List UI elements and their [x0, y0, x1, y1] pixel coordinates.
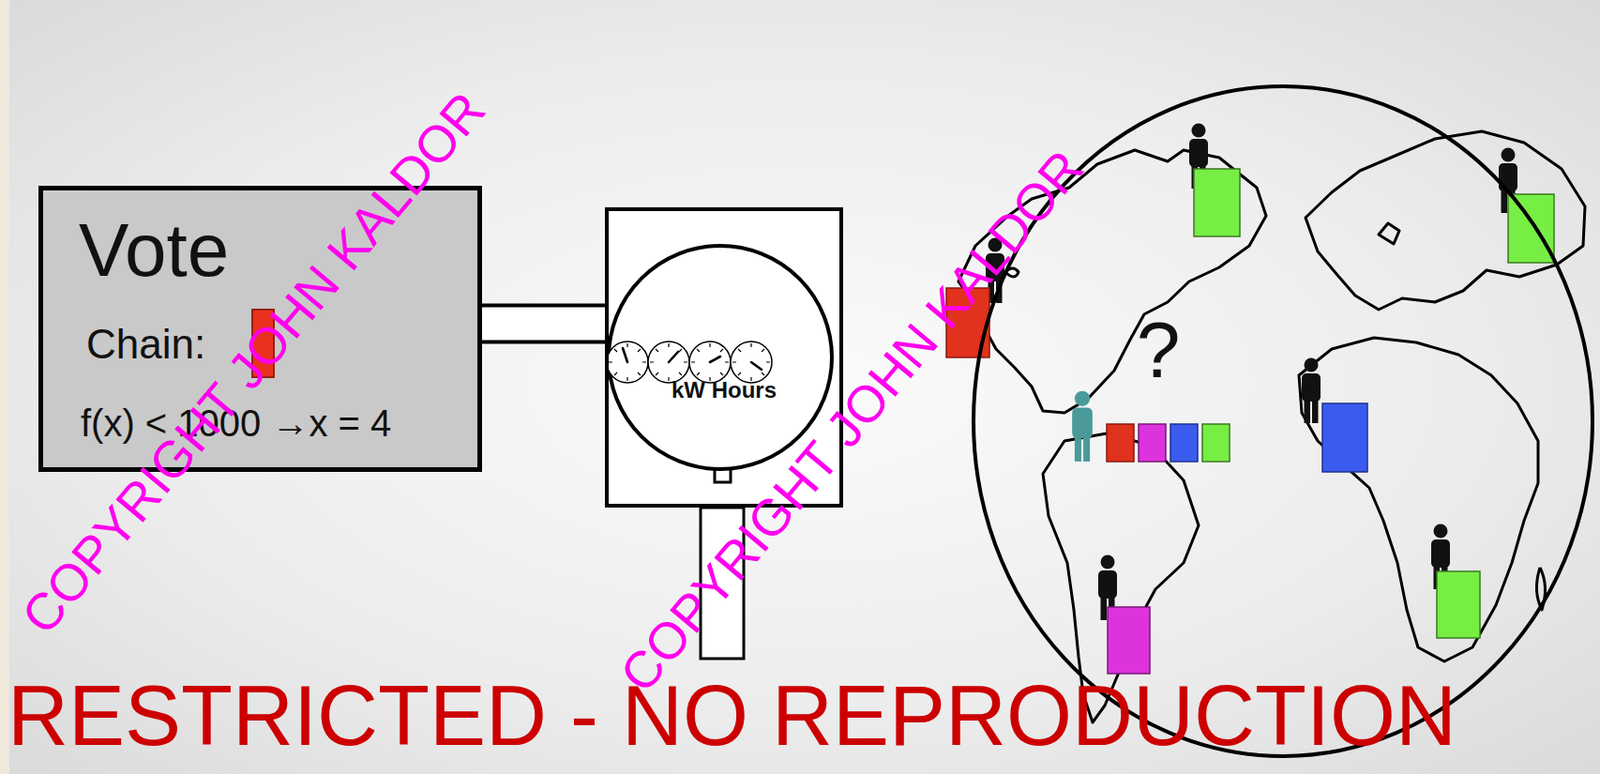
chain-label: Chain:: [86, 321, 206, 367]
pipe-inner: [482, 307, 605, 341]
vote-heading: Vote: [78, 209, 229, 292]
pipe-outline: [482, 303, 605, 345]
question-mark: ?: [1136, 306, 1181, 393]
edge-strip: [0, 0, 10, 774]
meter-unit: kW Hours: [671, 377, 777, 403]
pipe-connector: [482, 323, 605, 325]
meter-dials: [606, 341, 772, 383]
restricted-watermark: RESTRICTED - NO REPRODUCTION: [7, 673, 1457, 758]
